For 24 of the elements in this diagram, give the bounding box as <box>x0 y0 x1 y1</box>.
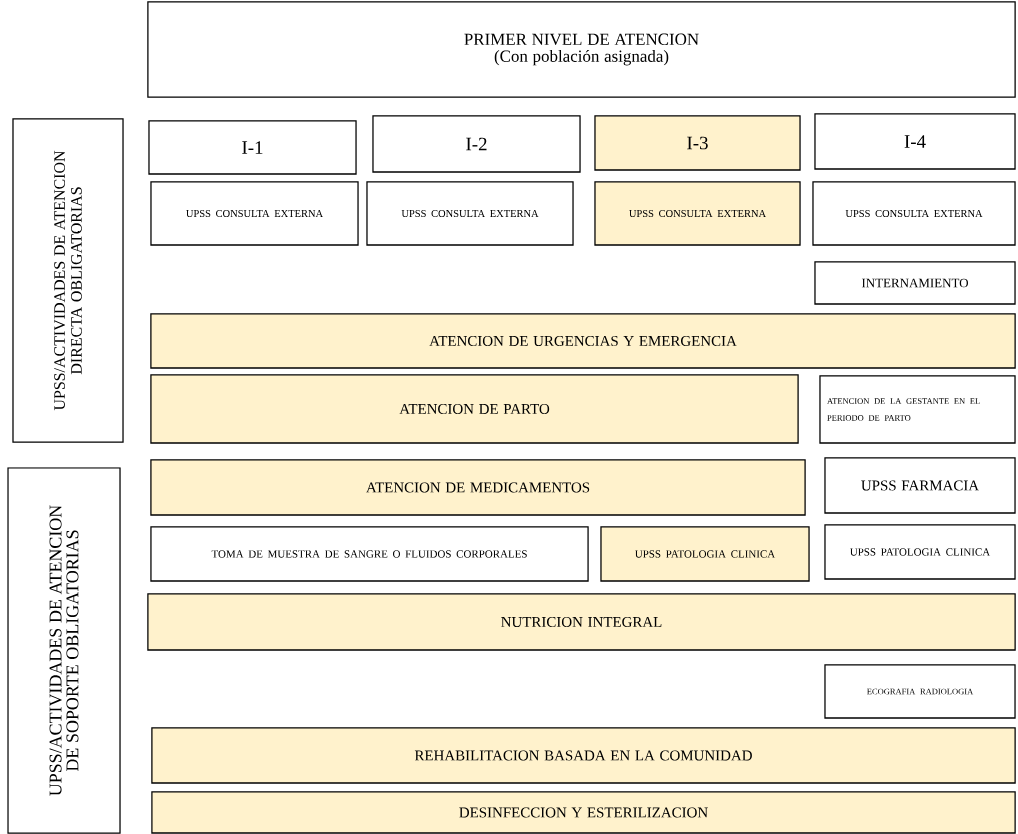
category-box: UPSS/ACTIVIDADES DE ATENCION DIRECTA OBLIGATORIAS <box>12 118 124 443</box>
service-box: UPSS CONSULTA EXTERNA <box>812 181 1016 246</box>
service-box: INTERNAMIENTO <box>814 261 1016 305</box>
level-box: I-3 <box>594 115 801 171</box>
service-box: UPSS FARMACIA <box>824 457 1016 514</box>
service-box: UPSS PATOLOGIA CLINICA <box>824 524 1016 580</box>
service-box: UPSS PATOLOGIA CLINICA <box>600 526 810 582</box>
service-box: UPSS CONSULTA EXTERNA <box>594 181 801 246</box>
service-bar: DESINFECCION Y ESTERILIZACION <box>151 791 1016 834</box>
level-box: I-2 <box>372 115 581 173</box>
service-box: UPSS CONSULTA EXTERNA <box>150 181 359 246</box>
service-bar: ATENCION DE MEDICAMENTOS <box>150 459 806 516</box>
service-box: ECOGRAFIA RADIOLOGIA <box>824 664 1016 719</box>
title-box: PRIMER NIVEL DE ATENCION (Con población asignada) <box>147 1 1016 98</box>
service-bar: ATENCION DE URGENCIAS Y EMERGENCIA <box>150 313 1016 369</box>
category-box: UPSS/ACTIVIDADES DE ATENCION DE SOPORTE OBLIGATORIAS <box>7 467 121 834</box>
service-bar: REHABILITACION BASADA EN LA COMUNIDAD <box>151 727 1016 784</box>
level-box: I-1 <box>148 120 357 175</box>
service-box: ATENCION DE LA GESTANTE EN EL PERIODO DE PARTO <box>819 375 1016 444</box>
service-box: UPSS CONSULTA EXTERNA <box>366 181 574 246</box>
service-box: TOMA DE MUESTRA DE SANGRE O FLUIDOS CORPORALES <box>150 526 589 582</box>
service-bar: ATENCION DE PARTO <box>150 374 799 444</box>
service-bar: NUTRICION INTEGRAL <box>147 593 1016 651</box>
level-box: I-4 <box>814 113 1016 170</box>
